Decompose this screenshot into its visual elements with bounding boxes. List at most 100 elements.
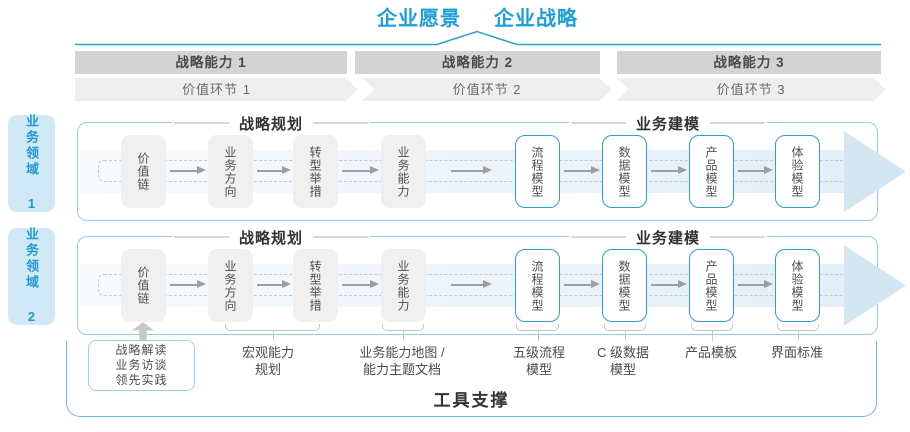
- transformation-initiatives-label: 转型举措: [308, 259, 322, 312]
- strategic-capability-3-bar: 战略能力 3: [617, 51, 881, 74]
- experience-model-label: 体验模型: [790, 145, 804, 198]
- value-link-3-chevron: 价值环节 3: [616, 78, 886, 101]
- data-model-box: 数据模型: [602, 249, 647, 322]
- business-direction-label: 业务方向: [223, 259, 237, 312]
- arrow-icon: [651, 166, 687, 173]
- experience-model-box: 体验模型: [775, 135, 820, 208]
- product-model-box: 产品模型: [689, 249, 734, 322]
- header-line: [313, 236, 369, 238]
- bracket-product-template: [691, 324, 733, 341]
- strategic-planning-header: 战略规划: [171, 113, 371, 133]
- ui-standard-line1: 界面标准: [770, 345, 823, 360]
- business-capability-box: 业务能力: [381, 135, 426, 208]
- arrow-icon: [564, 280, 600, 287]
- business-domain-2-text: 业务领域 2: [24, 226, 39, 327]
- arrow-icon: [564, 166, 600, 173]
- business-capability-label: 业务能力: [396, 145, 410, 198]
- header-line: [173, 236, 229, 238]
- product-model-label: 产品模型: [704, 145, 718, 198]
- enterprise-vision-title: 企业愿景: [377, 8, 461, 30]
- bracket-macro-capability: [225, 324, 320, 341]
- product-template-annotation: 产品模板: [636, 344, 786, 361]
- domain-2-row: 战略规划 业务建模 价值链 业务方向 转型举措 业务能力 流程模型 数据模型 产…: [77, 227, 906, 335]
- value-link-1-chevron: 价值环节 1: [75, 78, 358, 101]
- strategy-inputs-box: 战略解读 业务访谈 领先实践: [88, 340, 195, 391]
- arrow-icon: [342, 280, 379, 287]
- capability-map-line1: 业务能力地图 /: [359, 345, 445, 360]
- strategic-capability-1-bar: 战略能力 1: [75, 51, 347, 74]
- process-model-box: 流程模型: [515, 249, 560, 322]
- arrow-icon: [257, 280, 291, 287]
- macro-capability-line1: 宏观能力: [241, 345, 294, 360]
- header-line: [313, 122, 369, 124]
- tool-support-label: 工具支撑: [433, 391, 510, 410]
- experience-model-label: 体验模型: [790, 259, 804, 312]
- transformation-initiatives-box: 转型举措: [293, 135, 338, 208]
- process-model-annotation: 五级流程 模型: [464, 344, 614, 378]
- arrow-icon: [342, 166, 379, 173]
- bracket-data-model: [604, 324, 646, 341]
- value-chain-box: 价值链: [121, 249, 166, 322]
- bracket-ui-standard: [777, 324, 819, 341]
- process-model-line2: 模型: [525, 362, 552, 377]
- product-model-label: 产品模型: [704, 259, 718, 312]
- data-model-label: 数据模型: [617, 145, 631, 198]
- arrow-icon: [651, 280, 687, 287]
- business-direction-box: 业务方向: [208, 135, 253, 208]
- business-capability-box: 业务能力: [381, 249, 426, 322]
- arrow-icon: [738, 280, 773, 287]
- value-link-2-chevron: 价值环节 2: [362, 78, 612, 101]
- business-direction-label: 业务方向: [223, 145, 237, 198]
- data-model-annotation: C 级数据 模型: [548, 344, 698, 378]
- business-modeling-header: 业务建模: [568, 113, 768, 133]
- product-template-line1: 产品模板: [684, 345, 737, 360]
- data-model-label: 数据模型: [617, 259, 631, 312]
- arrow-icon: [451, 166, 492, 173]
- strategic-capability-2-bar: 战略能力 2: [355, 51, 600, 74]
- process-model-line1: 五级流程: [512, 345, 565, 360]
- data-model-line2: 模型: [609, 362, 636, 377]
- arrow-icon: [738, 166, 773, 173]
- enterprise-strategy-title: 企业战略: [494, 8, 578, 30]
- strategic-planning-header-text: 战略规划: [238, 229, 304, 247]
- business-modeling-header: 业务建模: [568, 227, 768, 247]
- value-chain-box: 价值链: [121, 135, 166, 208]
- ui-standard-annotation: 界面标准: [722, 344, 872, 361]
- header-line: [710, 122, 766, 124]
- arrow-icon: [170, 166, 206, 173]
- process-model-label: 流程模型: [530, 259, 544, 312]
- strategy-inputs-line3: 领先实践: [115, 373, 168, 387]
- flow-arrowhead-icon: [844, 131, 906, 212]
- bracket-capability-map: [382, 324, 424, 341]
- header-line: [570, 236, 626, 238]
- transformation-initiatives-box: 转型举措: [293, 249, 338, 322]
- strategic-planning-header-text: 战略规划: [238, 115, 304, 133]
- strategy-inputs-line1: 战略解读: [115, 343, 168, 357]
- business-domain-1-label: 业务领域 1: [8, 113, 55, 214]
- process-model-box: 流程模型: [515, 135, 560, 208]
- header-line: [173, 122, 229, 124]
- bracket-process-model: [516, 324, 559, 341]
- business-capability-label: 业务能力: [396, 259, 410, 312]
- arrow-icon: [451, 280, 492, 287]
- business-modeling-header-text: 业务建模: [635, 229, 701, 247]
- header-line: [710, 236, 766, 238]
- macro-capability-line2: 规划: [254, 362, 281, 377]
- value-chain-label: 价值链: [136, 266, 150, 305]
- business-domain-1-text: 业务领域 1: [24, 113, 39, 214]
- arrow-icon: [257, 166, 291, 173]
- header-line: [570, 122, 626, 124]
- tool-support-container: 工具支撑: [66, 341, 877, 417]
- experience-model-box: 体验模型: [775, 249, 820, 322]
- vision-pointer-line: [75, 30, 881, 46]
- macro-capability-annotation: 宏观能力 规划: [193, 344, 343, 378]
- process-model-label: 流程模型: [530, 145, 544, 198]
- capability-map-line2: 能力主题文档: [362, 362, 441, 377]
- transformation-initiatives-label: 转型举措: [308, 145, 322, 198]
- business-modeling-header-text: 业务建模: [635, 115, 701, 133]
- data-model-box: 数据模型: [602, 135, 647, 208]
- value-chain-label: 价值链: [136, 152, 150, 191]
- strategic-planning-header: 战略规划: [171, 227, 371, 247]
- flow-arrowhead-icon: [844, 245, 906, 326]
